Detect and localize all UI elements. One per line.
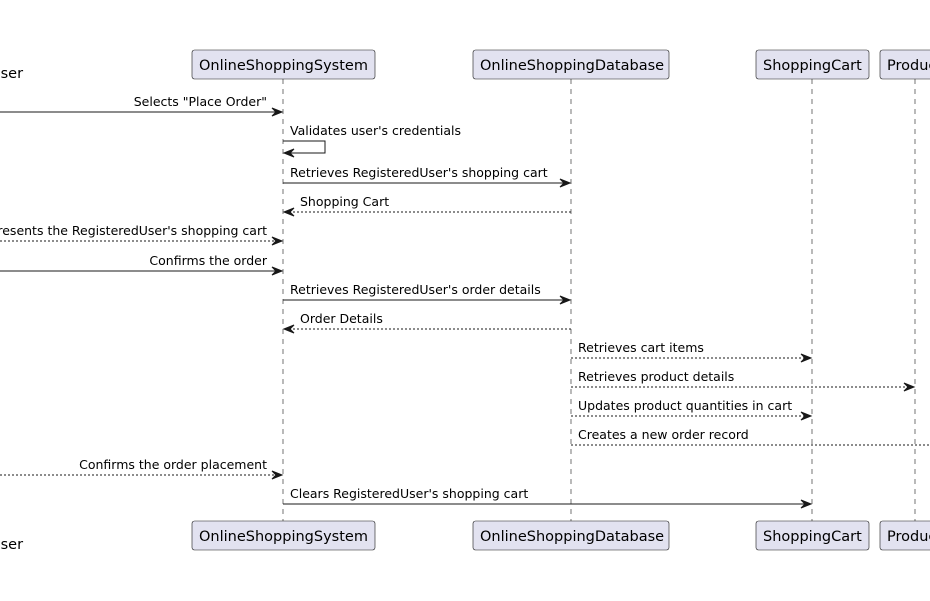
message-line (283, 140, 326, 154)
message-list: Selects "Place Order" Validates user's cr… (0, 94, 930, 509)
arrowhead (271, 236, 284, 246)
participant-header-cart: ShoppingCart (755, 49, 870, 80)
message-label: Selects "Place Order" (134, 94, 267, 109)
participant-label: OnlineShoppingDatabase (480, 529, 664, 545)
participant-footer-user: User (0, 537, 23, 553)
participant-header-osd: OnlineShoppingDatabase (472, 49, 670, 80)
message-label: Presents the RegisteredUser's shopping c… (0, 223, 267, 238)
participant-label: OnlineShoppingDatabase (480, 58, 664, 74)
participant-footer-prod: Product (879, 520, 930, 551)
arrowhead (282, 148, 295, 158)
arrowhead (800, 353, 813, 363)
message-label: Retrieves product details (578, 369, 734, 384)
arrowhead (903, 382, 916, 392)
message-label: Order Details (300, 311, 383, 326)
message-14: Clears RegisteredUser's shopping cart (283, 486, 813, 509)
participant-header-user: User (0, 66, 23, 82)
message-9: Retrieves cart items (571, 340, 813, 363)
arrowhead (282, 207, 295, 217)
participant-label: Product (887, 529, 930, 545)
participant-box (472, 49, 670, 80)
participant-box (472, 520, 670, 551)
message-label: Validates user's credentials (290, 123, 461, 138)
participant-header-prod: Product (879, 49, 930, 80)
message-label: Confirms the order (149, 253, 267, 268)
participant-label: OnlineShoppingSystem (199, 529, 368, 545)
participant-header-oss: OnlineShoppingSystem (191, 49, 376, 80)
participant-label: ShoppingCart (763, 58, 862, 74)
participant-box (755, 49, 870, 80)
participant-box (879, 520, 930, 551)
arrowhead (271, 266, 284, 276)
participant-label: Product (887, 58, 930, 74)
arrowhead (271, 470, 284, 480)
message-label: Clears RegisteredUser's shopping cart (290, 486, 528, 501)
message-label: Confirms the order placement (79, 457, 267, 472)
participant-footer-osd: OnlineShoppingDatabase (472, 520, 670, 551)
message-7: Retrieves RegisteredUser's order details (283, 282, 572, 305)
message-2: Validates user's credentials (282, 123, 461, 158)
participant-header-row: User OnlineShoppingSystem OnlineShoppingDa… (0, 49, 930, 82)
message-label: Creates a new order record (578, 427, 749, 442)
message-13: Confirms the order placement (0, 457, 284, 480)
arrowhead (271, 107, 284, 117)
message-label: Shopping Cart (300, 194, 389, 209)
message-12: Creates a new order record (571, 427, 930, 446)
message-1: Selects "Place Order" (0, 94, 284, 117)
participant-box (191, 520, 376, 551)
message-10: Retrieves product details (571, 369, 916, 392)
arrowhead (800, 411, 813, 421)
participant-box (755, 520, 870, 551)
participant-footer-row: User OnlineShoppingSystem OnlineShoppingDa… (0, 520, 930, 553)
message-5: Presents the RegisteredUser's shopping c… (0, 223, 284, 246)
arrowhead (559, 295, 572, 305)
arrowhead (282, 324, 295, 334)
participant-label: User (0, 537, 23, 553)
participant-box (879, 49, 930, 80)
message-label: Retrieves RegisteredUser's shopping cart (290, 165, 548, 180)
message-label: Retrieves RegisteredUser's order details (290, 282, 541, 297)
message-label: Retrieves cart items (578, 340, 704, 355)
message-3: Retrieves RegisteredUser's shopping cart (283, 165, 572, 188)
message-label: Updates product quantities in cart (578, 398, 792, 413)
participant-label: User (0, 66, 23, 82)
participant-footer-cart: ShoppingCart (755, 520, 870, 551)
message-8: Order Details (282, 311, 571, 334)
arrowhead (559, 178, 572, 188)
participant-label: ShoppingCart (763, 529, 862, 545)
arrowhead (800, 499, 813, 509)
message-11: Updates product quantities in cart (571, 398, 813, 421)
message-4: Shopping Cart (282, 194, 571, 217)
participant-box (191, 49, 376, 80)
participant-footer-oss: OnlineShoppingSystem (191, 520, 376, 551)
message-6: Confirms the order (0, 253, 284, 276)
participant-label: OnlineShoppingSystem (199, 58, 368, 74)
